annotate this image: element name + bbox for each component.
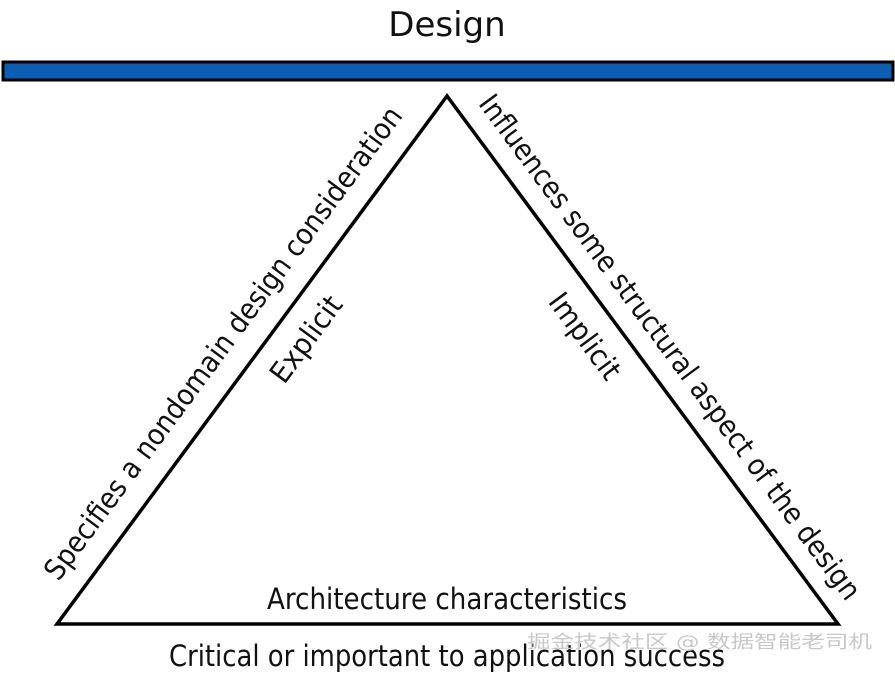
characteristics-triangle bbox=[53, 93, 842, 626]
left-outer-label: Specifies a nondomain design considerati… bbox=[37, 100, 409, 586]
design-bar bbox=[1, 60, 895, 82]
base-outer-label: Critical or important to application suc… bbox=[169, 639, 725, 673]
left-inner-label: Explicit bbox=[263, 289, 350, 390]
right-outer-label: Influences some structural aspect of the… bbox=[472, 88, 868, 607]
watermark-text: 掘金技术社区 @ 数据智能老司机 bbox=[527, 632, 872, 653]
base-inner-label: Architecture characteristics bbox=[267, 582, 627, 616]
diagram-title: Design bbox=[388, 5, 505, 45]
